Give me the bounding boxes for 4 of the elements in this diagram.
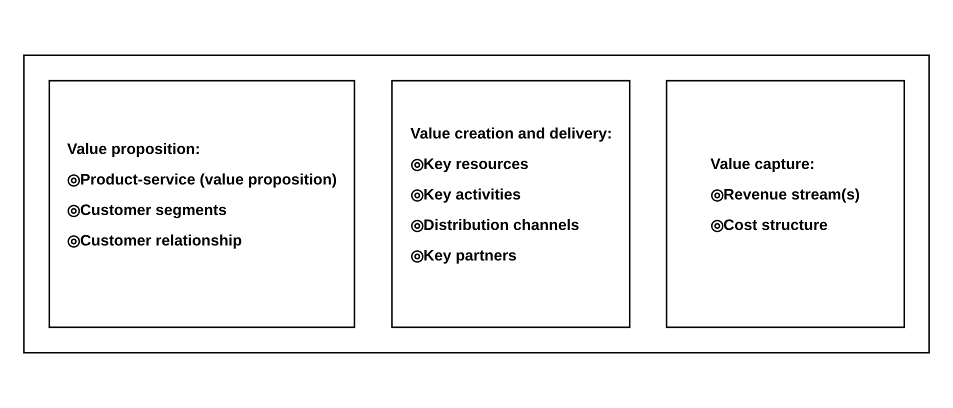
node-box: Value creation and delivery: ◎Key resources ◎Key activities ◎Distribution channels ◎Key partners xyxy=(391,80,630,328)
node-box: Value capture: ◎Revenue stream(s) ◎Cost structure xyxy=(666,80,906,328)
node-box: Value proposition: ◎Product-service (value proposition) ◎Customer segments ◎Customer relationship xyxy=(48,80,356,328)
cluster xyxy=(23,54,930,354)
